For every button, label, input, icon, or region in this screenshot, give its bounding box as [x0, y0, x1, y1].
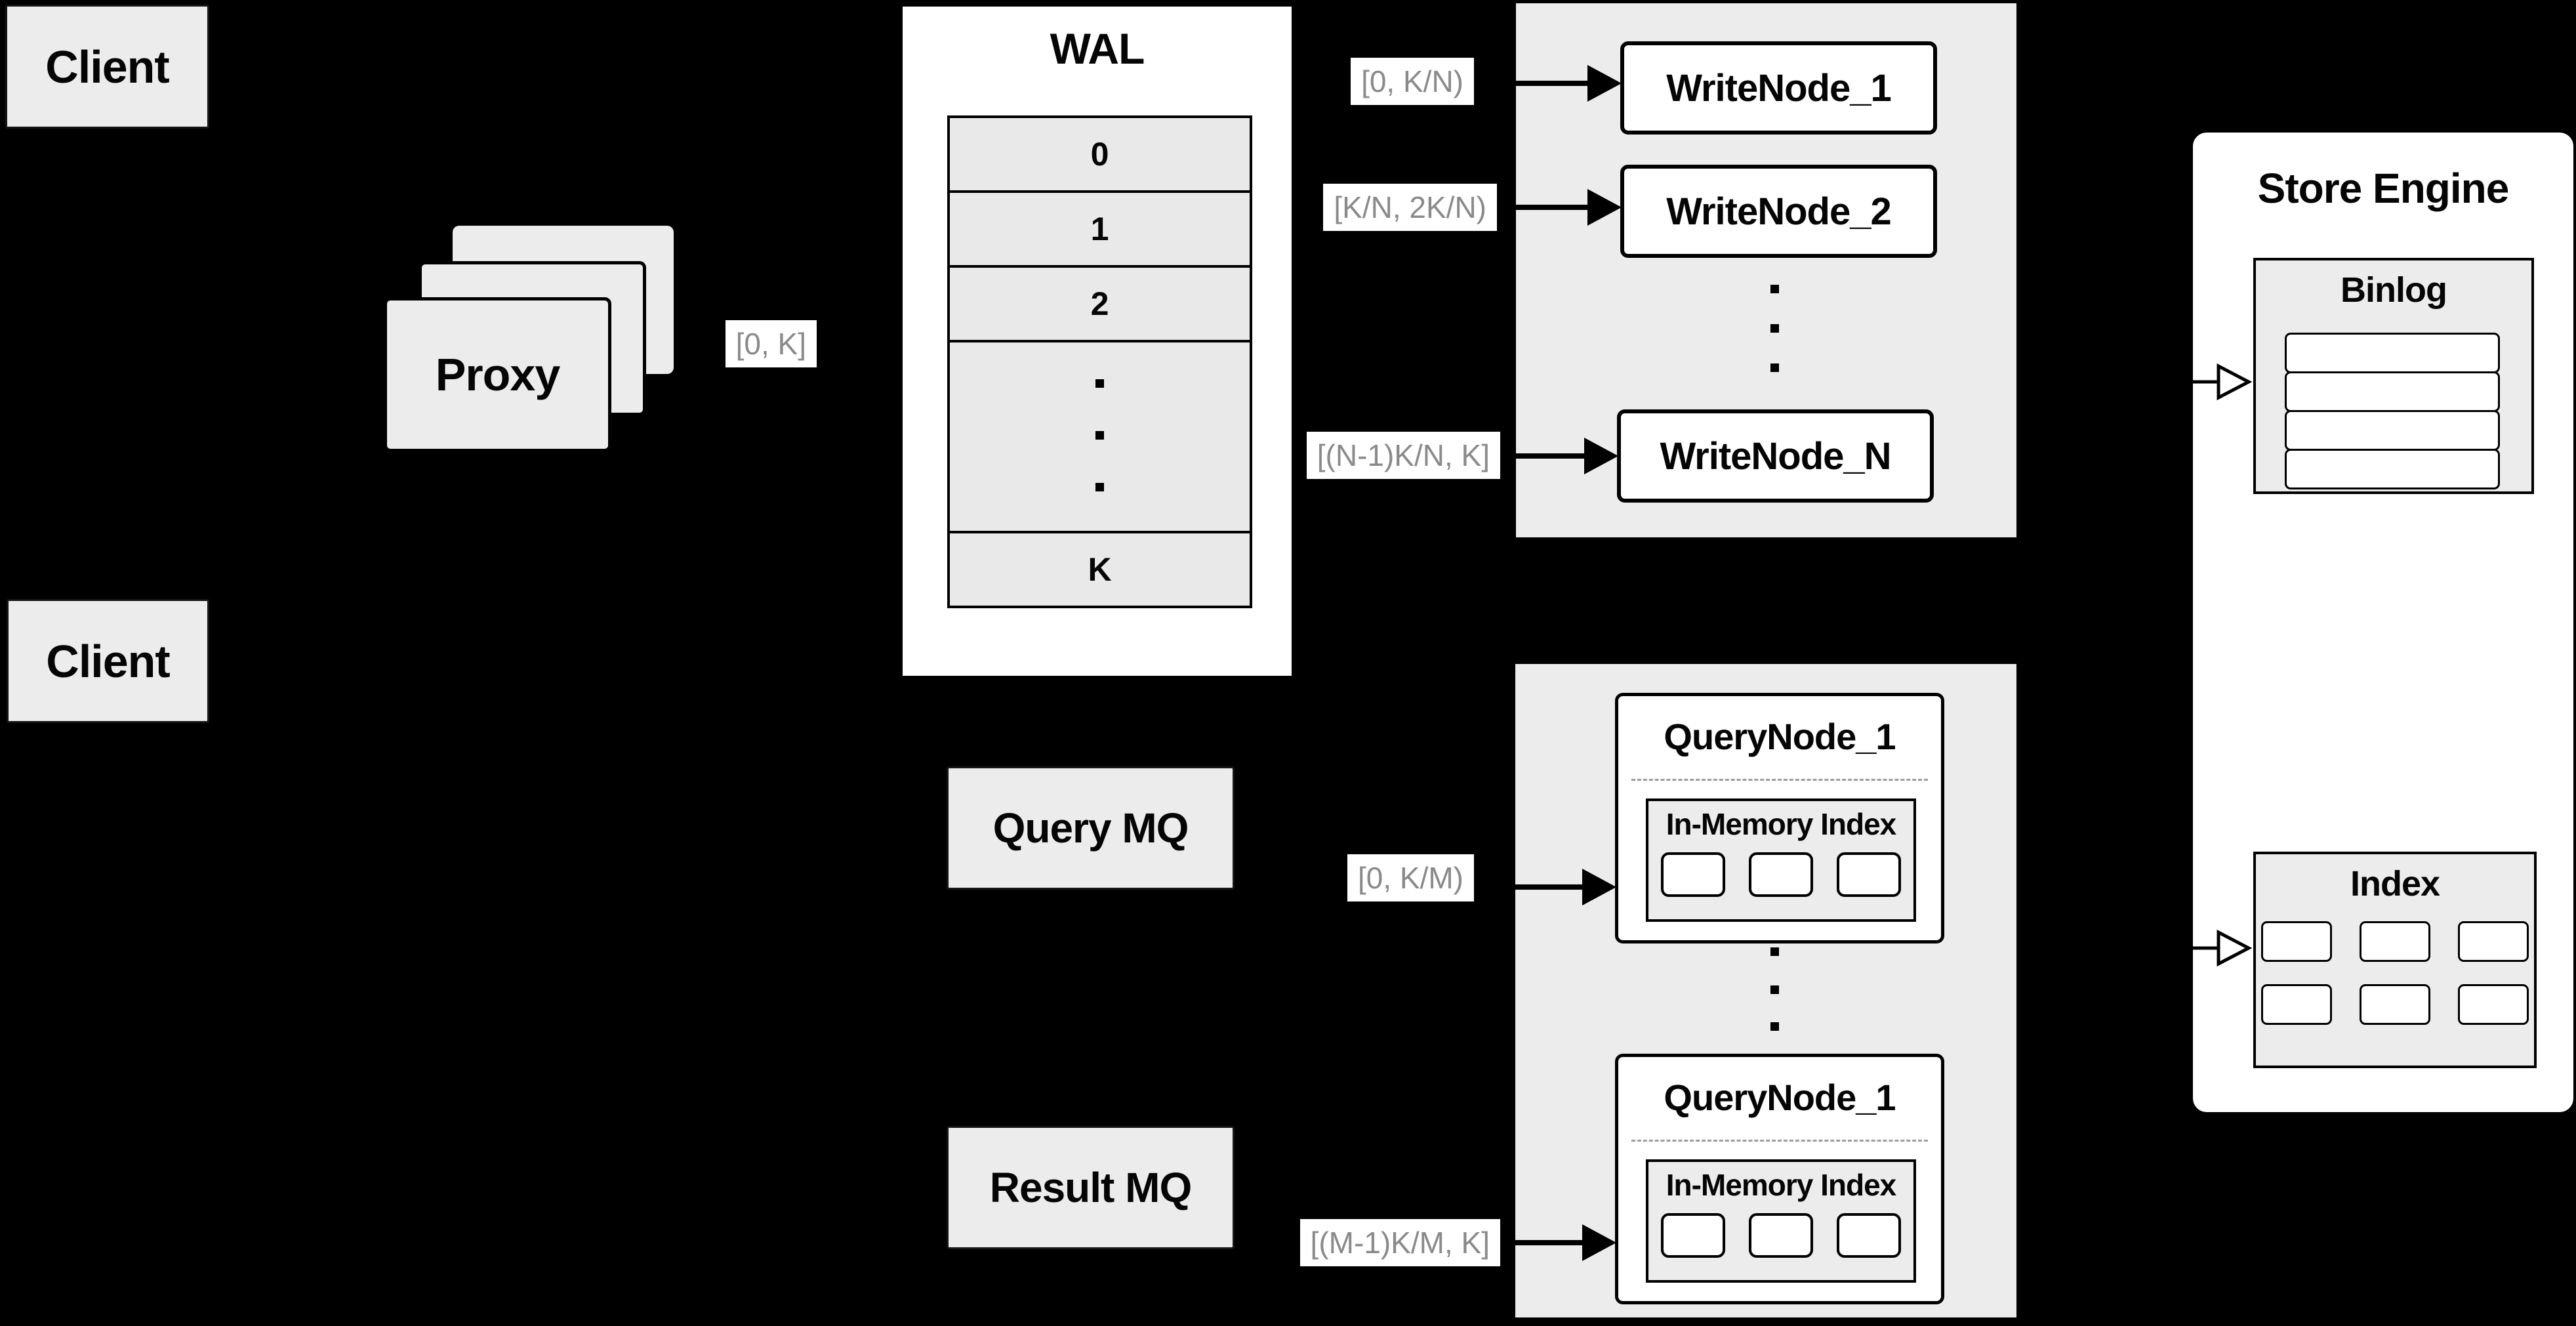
- client-bottom-label: Client: [46, 635, 170, 687]
- ellipsis-dot: [1095, 379, 1104, 388]
- segment-chip: [1837, 1213, 1901, 1258]
- in-memory-index-box: In-Memory Index: [1646, 1159, 1916, 1283]
- write-node-1-box: WriteNode_1: [1620, 41, 1937, 135]
- result-mq-box: Result MQ: [947, 1126, 1235, 1249]
- index-chip-row: [2256, 921, 2534, 962]
- ellipsis-dot: [1770, 363, 1779, 372]
- store-engine-box: Store Engine Binlog Index: [2190, 129, 2576, 1115]
- ellipsis-dot: [1770, 985, 1779, 994]
- range-label-full: [0, K]: [725, 320, 817, 367]
- range-label-write-n: [(N-1)K/N, K]: [1306, 432, 1500, 479]
- index-chip: [2261, 984, 2332, 1025]
- index-chip: [2458, 984, 2529, 1025]
- write-node-1-label: WriteNode_1: [1666, 66, 1891, 110]
- segment-chip: [1837, 852, 1901, 897]
- client-bottom-box: Client: [7, 599, 209, 723]
- range-label-write-1: [0, K/N): [1351, 58, 1474, 105]
- segment-chips: [1648, 852, 1913, 897]
- index-chip: [2360, 984, 2430, 1025]
- dashed-separator: [1631, 779, 1928, 781]
- binlog-title: Binlog: [2341, 270, 2447, 310]
- wal-box: WAL 0 1 2 K: [899, 3, 1295, 679]
- segment-chips: [1648, 1213, 1913, 1258]
- query-node-top-label: QueryNode_1: [1664, 715, 1896, 757]
- binlog-row: [2285, 371, 2500, 412]
- segment-chip: [1661, 852, 1725, 897]
- client-top-label: Client: [45, 41, 169, 93]
- index-title: Index: [2350, 864, 2440, 903]
- segment-chip: [1749, 1213, 1813, 1258]
- binlog-box: Binlog: [2253, 258, 2534, 494]
- ellipsis-dot: [1770, 1022, 1779, 1031]
- query-node-bottom-label: QueryNode_1: [1664, 1076, 1896, 1118]
- write-node-2-box: WriteNode_2: [1620, 165, 1937, 258]
- binlog-row: [2285, 410, 2500, 451]
- range-label-query-m: [(M-1)K/M, K]: [1299, 1219, 1500, 1266]
- ellipsis-dot: [1770, 285, 1779, 293]
- write-node-2-label: WriteNode_2: [1666, 190, 1891, 233]
- segment-chip: [1661, 1213, 1725, 1258]
- in-memory-index-label: In-Memory Index: [1666, 1168, 1897, 1202]
- wal-row-k: K: [950, 531, 1250, 606]
- wal-row-2: 2: [950, 265, 1250, 340]
- wal-row-1: 1: [950, 190, 1250, 265]
- result-mq-label: Result MQ: [989, 1164, 1192, 1211]
- proxy-box: Proxy: [384, 297, 611, 452]
- ellipsis-dot: [1770, 324, 1779, 333]
- binlog-row: [2285, 449, 2500, 489]
- wal-title: WAL: [1050, 24, 1145, 73]
- wal-row-0: 0: [950, 118, 1250, 190]
- index-chip: [2261, 921, 2332, 962]
- index-box: Index: [2253, 852, 2537, 1068]
- segment-chip: [1749, 852, 1813, 897]
- range-label-write-2: [K/N, 2K/N): [1323, 184, 1497, 231]
- query-node-bottom-box: QueryNode_1 In-Memory Index: [1615, 1054, 1944, 1304]
- ellipsis-dot: [1095, 431, 1104, 440]
- query-node-top-box: QueryNode_1 In-Memory Index: [1615, 693, 1944, 943]
- binlog-rows: [2285, 333, 2500, 489]
- wal-row-ellipsis: [950, 340, 1250, 531]
- range-label-query-1: [0, K/M): [1347, 854, 1474, 901]
- write-node-n-label: WriteNode_N: [1660, 434, 1891, 478]
- ellipsis-dot: [1095, 483, 1104, 491]
- index-chip: [2458, 921, 2529, 962]
- query-mq-label: Query MQ: [992, 804, 1189, 852]
- dashed-separator: [1631, 1140, 1928, 1142]
- store-engine-title: Store Engine: [2257, 165, 2510, 212]
- binlog-row: [2285, 333, 2500, 373]
- query-mq-box: Query MQ: [947, 766, 1235, 890]
- in-memory-index-label: In-Memory Index: [1666, 807, 1897, 841]
- wal-segment-table: 0 1 2 K: [947, 115, 1252, 608]
- in-memory-index-box: In-Memory Index: [1646, 798, 1916, 922]
- write-node-n-box: WriteNode_N: [1617, 409, 1934, 503]
- ellipsis-dot: [1770, 947, 1779, 956]
- client-top-box: Client: [5, 5, 209, 129]
- index-chip: [2360, 921, 2430, 962]
- index-chip-row: [2256, 984, 2534, 1025]
- proxy-label: Proxy: [435, 349, 561, 400]
